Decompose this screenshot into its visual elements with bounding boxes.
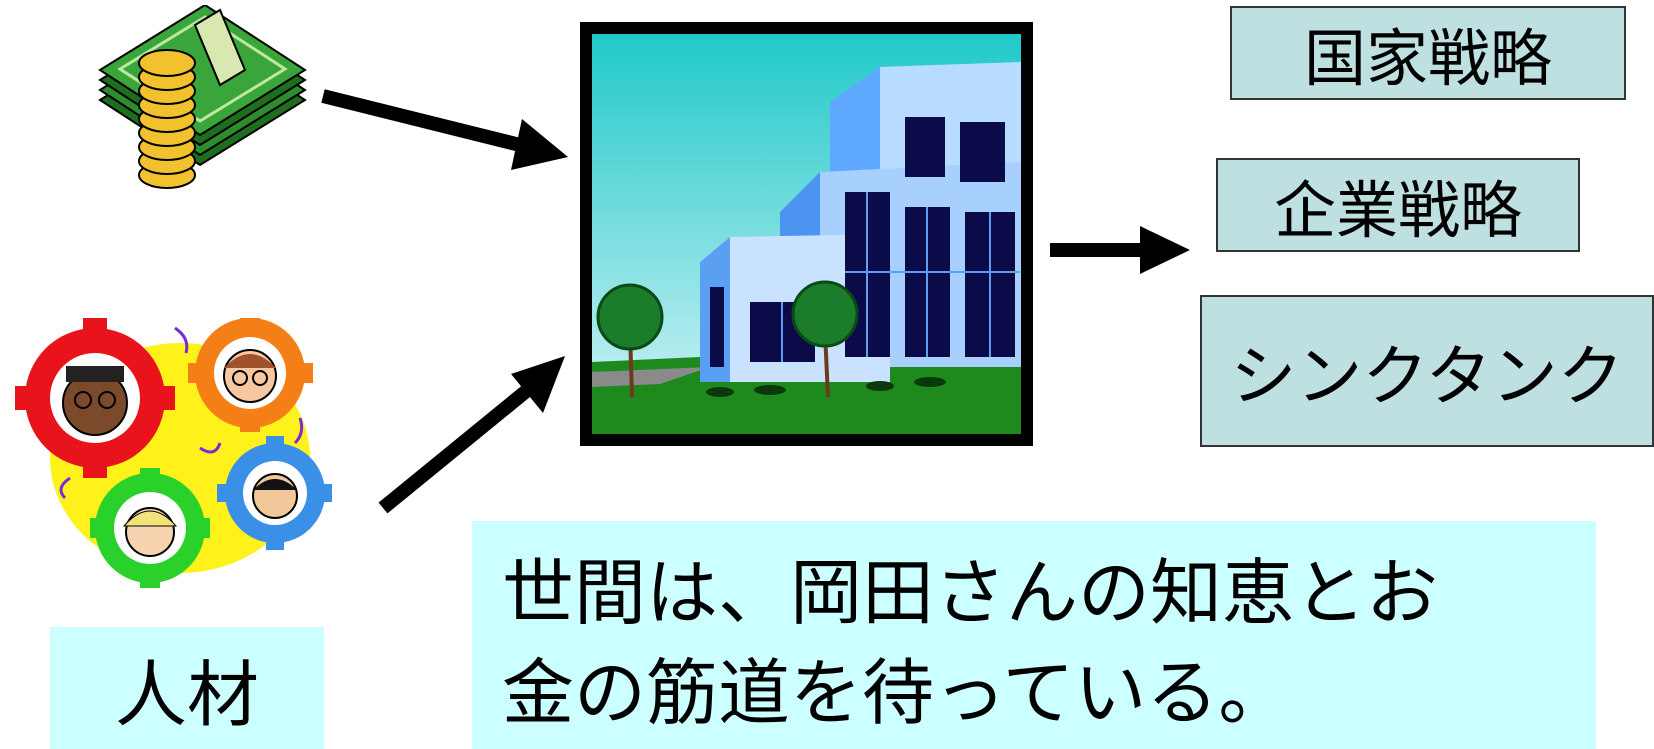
label-think-tank: シンクタンク (1200, 295, 1654, 447)
label-national-strategy: 国家戦略 (1230, 6, 1626, 100)
label-corporate-strategy: 企業戦略 (1216, 158, 1580, 252)
label-human-resources: 人材 (50, 627, 324, 749)
message-line-2: 金の筋道を待っている。 (502, 651, 1291, 735)
message-line-1: 世間は、岡田さんの知恵とお (502, 551, 1439, 635)
arrow-building-to-outputs (1050, 226, 1190, 274)
money-stack-icon (98, 5, 307, 189)
arrow-money-to-building (321, 89, 568, 170)
office-building-icon (580, 22, 1033, 446)
message-box: 世間は、岡田さんの知恵とお 金の筋道を待っている。 (472, 521, 1596, 749)
arrow-people-to-building (378, 356, 565, 514)
people-gears-icon (15, 318, 332, 588)
